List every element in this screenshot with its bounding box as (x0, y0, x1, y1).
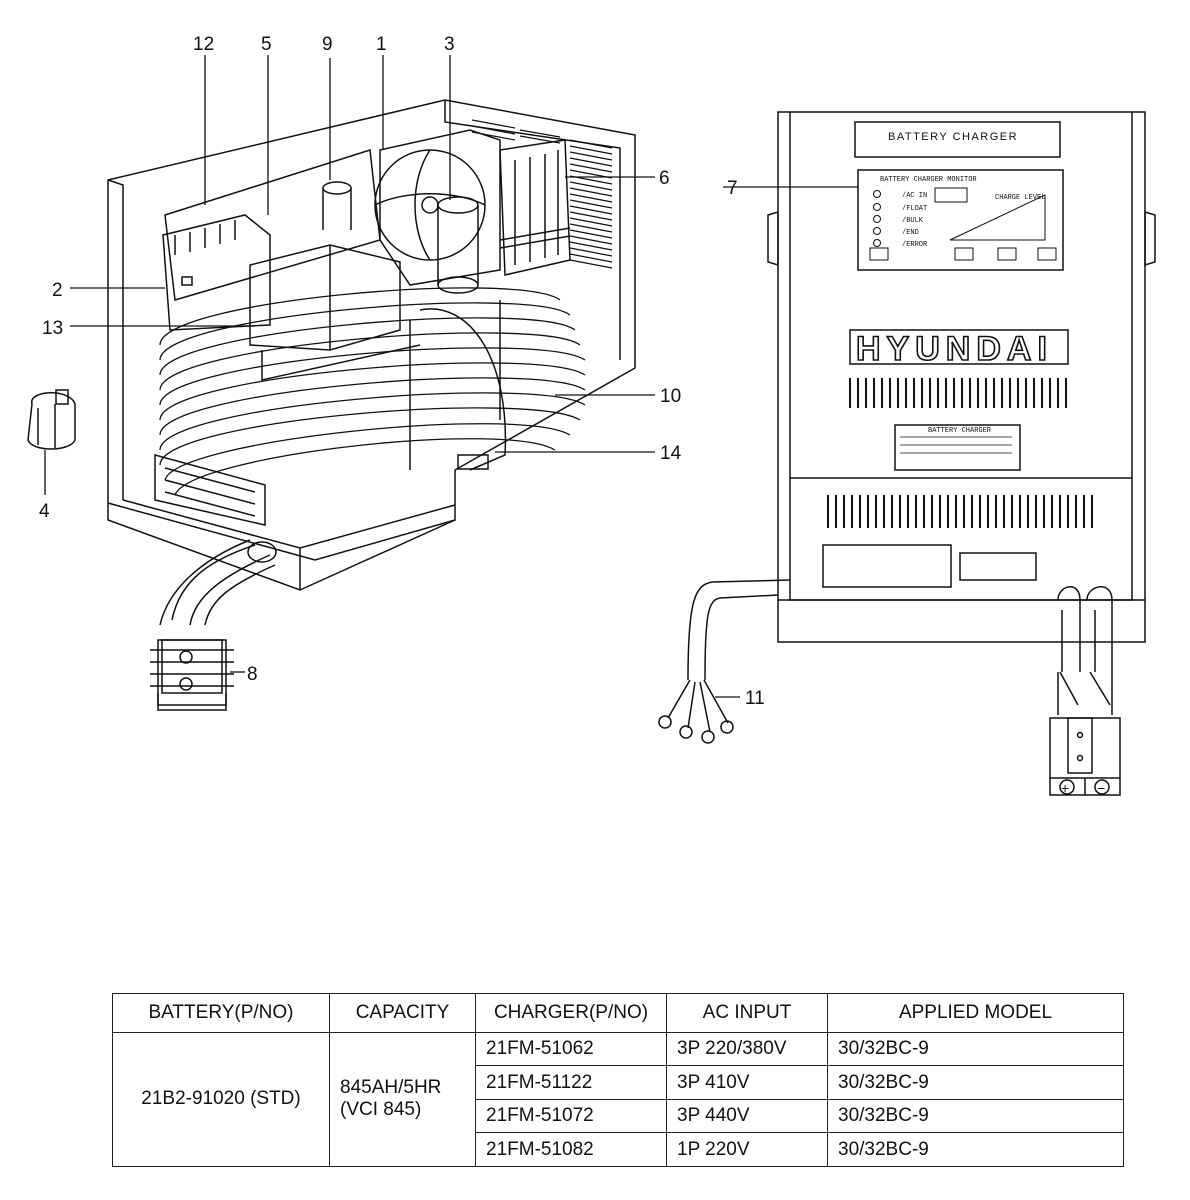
ac-input-cell: 3P 220/380V (666, 1031, 828, 1067)
callout-5: 5 (261, 34, 272, 55)
callout-7: 7 (727, 178, 738, 199)
charge-level-label: CHARGE LEVEL (995, 194, 1045, 202)
charger-cell: 21FM-51082 (475, 1132, 667, 1167)
table-row: 21FM-51082 1P 220V 30/32BC-9 (113, 1132, 1124, 1167)
positive-symbol: + (1061, 780, 1069, 796)
callout-4: 4 (39, 501, 50, 522)
negative-symbol: − (1097, 780, 1105, 796)
callout-9: 9 (322, 34, 333, 55)
charger-internal-view (27, 99, 636, 711)
charger-cell: 21FM-51122 (475, 1065, 667, 1100)
header-capacity: CAPACITY (329, 993, 476, 1033)
brand-logo: HYUNDAI (856, 330, 1053, 368)
header-charger: CHARGER(P/NO) (475, 993, 667, 1033)
table-header-row: BATTERY(P/NO) CAPACITY CHARGER(P/NO) AC … (112, 993, 1124, 1033)
charger-external-view (658, 111, 1156, 796)
indicator-end: /END (902, 229, 919, 237)
callout-3: 3 (444, 34, 455, 55)
callout-10: 10 (660, 386, 681, 407)
ac-input-cell: 1P 220V (666, 1132, 828, 1167)
table-row: 21B2-91020 (STD) 845AH/5HR (VCI 845) 21F… (112, 1031, 1124, 1168)
model-cell: 30/32BC-9 (827, 1031, 1124, 1067)
callout-14: 14 (660, 443, 682, 464)
capacity-cell: 845AH/5HR (VCI 845) (329, 1031, 476, 1168)
model-cell: 30/32BC-9 (827, 1132, 1124, 1167)
charger-cell: 21FM-51062 (475, 1031, 667, 1067)
leader-lines (44, 55, 858, 698)
table-row: 21FM-51072 3P 440V 30/32BC-9 (113, 1098, 1124, 1134)
nameplate-title: BATTERY CHARGER (888, 131, 1018, 143)
indicator-bulk: /BULK (902, 217, 924, 225)
header-battery: BATTERY(P/NO) (112, 993, 330, 1033)
info-plate-title: BATTERY CHARGER (928, 427, 992, 435)
callout-6: 6 (659, 168, 670, 189)
callout-numbers: 12 5 9 1 3 6 7 2 13 4 10 14 8 11 (39, 34, 765, 709)
model-cell: 30/32BC-9 (827, 1098, 1124, 1134)
ac-input-cell: 3P 410V (666, 1065, 828, 1100)
charger-cell: 21FM-51072 (475, 1098, 667, 1134)
header-ac-input: AC INPUT (666, 993, 828, 1033)
spec-table: BATTERY(P/NO) CAPACITY CHARGER(P/NO) AC … (112, 993, 1124, 1168)
indicator-ac-in: /AC IN (902, 192, 927, 200)
capacity-line2: (VCI 845) (340, 1099, 422, 1121)
callout-1: 1 (376, 34, 387, 55)
callout-13: 13 (42, 318, 63, 339)
charger-diagram: 12 5 9 1 3 6 7 2 13 4 10 14 8 11 BATTERY… (27, 34, 1156, 796)
monitor-title: BATTERY CHARGER MONITOR (880, 176, 977, 184)
model-cell: 30/32BC-9 (827, 1065, 1124, 1100)
charger-panel-text: BATTERY CHARGER BATTERY CHARGER MONITOR … (855, 131, 1105, 796)
callout-2: 2 (52, 280, 63, 301)
battery-cell: 21B2-91020 (STD) (112, 1031, 330, 1168)
capacity-line1: 845AH/5HR (340, 1077, 442, 1099)
callout-12: 12 (193, 34, 214, 55)
indicator-float: /FLOAT (902, 205, 927, 213)
callout-11: 11 (745, 688, 765, 709)
callout-8: 8 (247, 664, 258, 685)
ac-input-cell: 3P 440V (666, 1098, 828, 1134)
table-row: 21FM-51122 3P 410V 30/32BC-9 (113, 1065, 1124, 1100)
header-applied-model: APPLIED MODEL (827, 993, 1124, 1033)
indicator-error: /ERROR (902, 241, 928, 249)
